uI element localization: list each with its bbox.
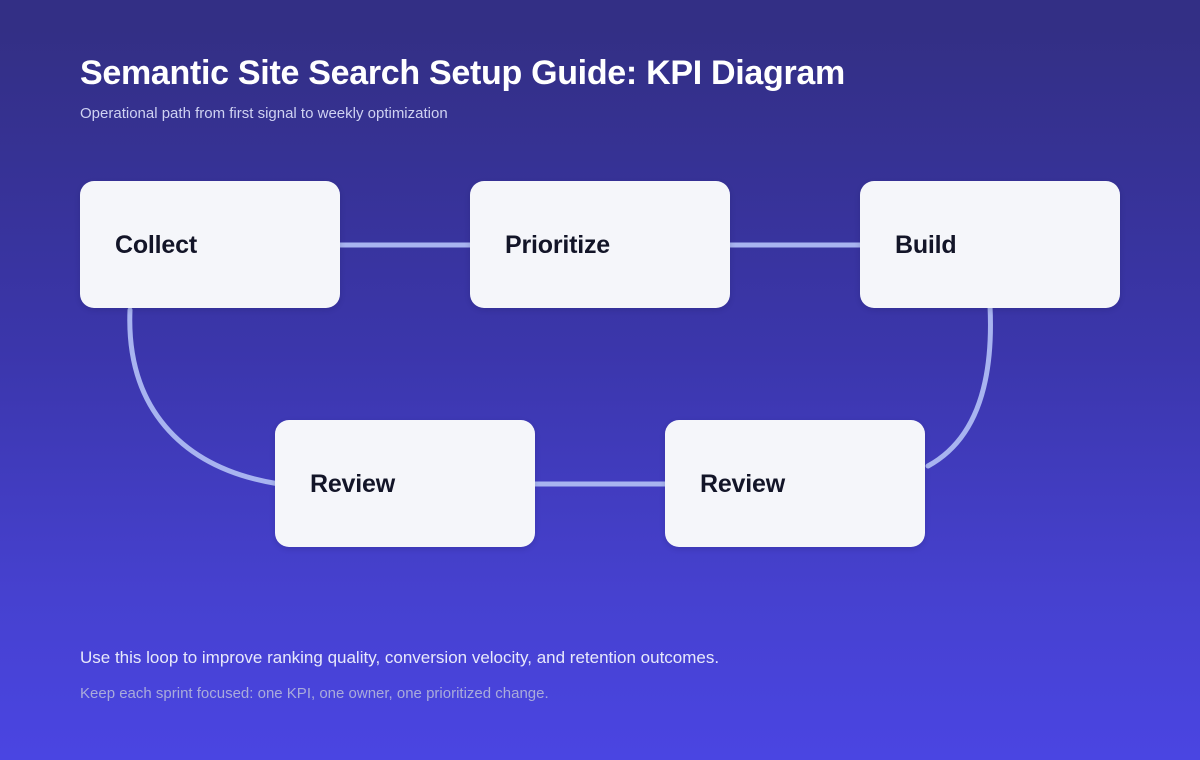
- edge-review-1-to-collect: [127, 307, 282, 487]
- diagram-node-build[interactable]: Build: [860, 181, 1120, 308]
- page-title: Semantic Site Search Setup Guide: KPI Di…: [80, 54, 845, 92]
- node-label: Review: [310, 469, 395, 498]
- diagram-node-prioritize[interactable]: Prioritize: [470, 181, 730, 308]
- page-subtitle: Operational path from first signal to we…: [80, 105, 448, 122]
- diagram-node-review-1[interactable]: Review: [275, 420, 535, 547]
- diagram-node-collect[interactable]: Collect: [80, 181, 340, 308]
- footer-secondary-text: Keep each sprint focused: one KPI, one o…: [80, 685, 549, 702]
- edge-build-to-review-2: [925, 303, 993, 469]
- page-header: Semantic Site Search Setup Guide: KPI Di…: [80, 52, 1120, 125]
- diagram-node-review-2[interactable]: Review: [665, 420, 925, 547]
- node-label: Build: [895, 230, 957, 259]
- page-footer: Use this loop to improve ranking quality…: [80, 645, 1120, 706]
- footer-primary-text: Use this loop to improve ranking quality…: [80, 648, 720, 667]
- node-label: Prioritize: [505, 230, 610, 259]
- node-label: Review: [700, 469, 785, 498]
- node-label: Collect: [115, 230, 197, 259]
